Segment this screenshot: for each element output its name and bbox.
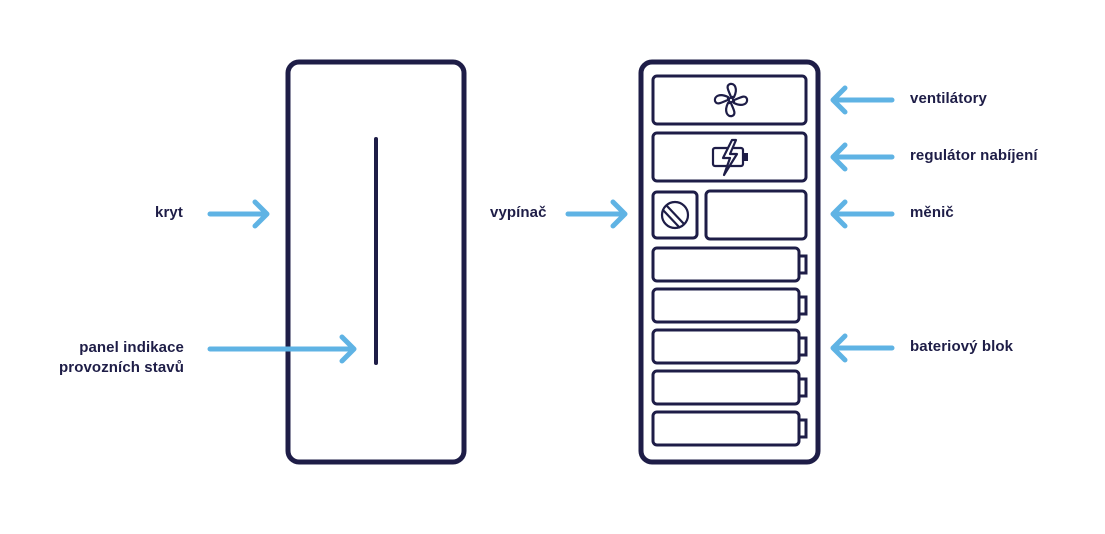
label-charge-regulator: regulátor nabíjení (910, 147, 1038, 164)
battery-cell-terminal (797, 377, 808, 398)
cover-unit (285, 59, 467, 465)
battery-cell (651, 328, 801, 365)
label-switch: vypínač (490, 204, 547, 221)
battery-block-arrow (830, 333, 895, 363)
switch-arrow (565, 199, 628, 229)
battery-cell (651, 287, 801, 324)
label-inverter: měnič (910, 204, 954, 221)
fan-icon (713, 82, 749, 118)
internal-unit (638, 59, 821, 465)
inverter-arrow (830, 199, 895, 229)
battery-cell-terminal (797, 418, 808, 439)
label-status-panel-line1: panel indikace (79, 339, 184, 356)
fans-arrow (830, 85, 895, 115)
label-battery-block: bateriový blok (910, 338, 1014, 355)
charge-regulator-module (651, 131, 808, 183)
charge-regulator-arrow (830, 142, 895, 172)
battery-cells (651, 246, 808, 447)
battery-cell-terminal (797, 254, 808, 275)
battery-cell-terminal (797, 336, 808, 357)
label-status-panel: panel indikace provozních stavů (59, 338, 184, 378)
cover-arrow (207, 199, 270, 229)
battery-cell (651, 369, 801, 406)
fans-module (651, 74, 808, 126)
status-panel-arrow (207, 334, 357, 364)
battery-charging-icon (711, 138, 748, 177)
label-fans: ventilátory (910, 90, 987, 107)
switch-module (651, 190, 699, 240)
battery-cell (651, 246, 801, 283)
inverter-module (704, 189, 808, 241)
battery-cell-terminal (797, 295, 808, 316)
label-cover: kryt (155, 204, 183, 221)
battery-cell (651, 410, 801, 447)
label-status-panel-line2: provozních stavů (59, 359, 184, 376)
power-switch-icon (660, 200, 690, 230)
